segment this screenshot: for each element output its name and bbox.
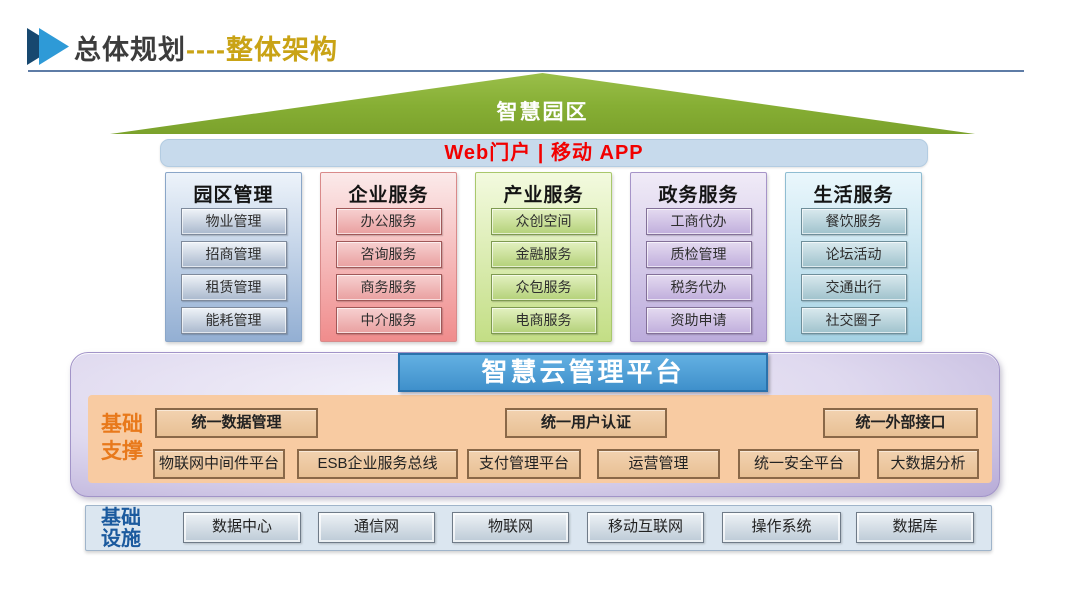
- support-label-line2: 支撑: [101, 440, 143, 463]
- column-item: 办公服务: [335, 208, 442, 235]
- column-item: 物业管理: [180, 208, 287, 235]
- unified-security-platform-box: 统一安全平台: [738, 449, 860, 479]
- column-item: 税务代办: [645, 274, 752, 301]
- column-item: 众创空间: [490, 208, 597, 235]
- column-item: 咨询服务: [335, 241, 442, 268]
- column-item: 金融服务: [490, 241, 597, 268]
- column-item: 中介服务: [335, 307, 442, 334]
- communication-network-box: 通信网: [318, 512, 435, 543]
- column-item: 工商代办: [645, 208, 752, 235]
- support-label-line1: 基础: [101, 413, 143, 436]
- operations-management-box: 运营管理: [597, 449, 720, 479]
- operating-system-box: 操作系统: [722, 512, 841, 543]
- esb-service-bus-box: ESB企业服务总线: [297, 449, 458, 479]
- column-enterprise-services: 企业服务 办公服务 咨询服务 商务服务 中介服务: [320, 172, 457, 342]
- column-item: 众包服务: [490, 274, 597, 301]
- title-primary: 总体规划: [74, 35, 186, 65]
- cloud-platform-banner-label: 智慧云管理平台: [481, 357, 685, 387]
- roof-triangle: 智慧园区: [110, 73, 975, 134]
- column-item: 交通出行: [800, 274, 907, 301]
- column-item: 招商管理: [180, 241, 287, 268]
- database-box: 数据库: [856, 512, 974, 543]
- infrastructure-label: 基础 设施: [96, 508, 146, 550]
- column-life-services: 生活服务 餐饮服务 论坛活动 交通出行 社交圈子: [785, 172, 922, 342]
- column-government-services: 政务服务 工商代办 质检管理 税务代办 资助申请: [630, 172, 767, 342]
- portal-bar: Web门户 | 移动 APP: [160, 139, 928, 167]
- column-item: 论坛活动: [800, 241, 907, 268]
- column-title: 企业服务: [348, 185, 429, 206]
- big-data-analysis-box: 大数据分析: [877, 449, 979, 479]
- column-item: 资助申请: [645, 307, 752, 334]
- mobile-internet-box: 移动互联网: [587, 512, 704, 543]
- page-title: 总体规划----整体架构: [74, 28, 338, 67]
- column-title: 园区管理: [193, 185, 274, 206]
- column-item: 电商服务: [490, 307, 597, 334]
- column-item: 商务服务: [335, 274, 442, 301]
- infrastructure-label-line2: 设施: [101, 528, 141, 550]
- unified-user-auth-box: 统一用户认证: [505, 408, 667, 438]
- unified-external-interface-box: 统一外部接口: [823, 408, 978, 438]
- data-center-box: 数据中心: [183, 512, 301, 543]
- title-underline: [28, 70, 1024, 72]
- column-item: 租赁管理: [180, 274, 287, 301]
- column-item: 能耗管理: [180, 307, 287, 334]
- title-arrow-icon: [39, 28, 69, 65]
- title-dashes: ----: [186, 35, 226, 65]
- column-title: 产业服务: [503, 185, 584, 206]
- column-item: 社交圈子: [800, 307, 907, 334]
- column-title: 政务服务: [658, 185, 739, 206]
- column-industry-services: 产业服务 众创空间 金融服务 众包服务 电商服务: [475, 172, 612, 342]
- column-item: 质检管理: [645, 241, 752, 268]
- infrastructure-label-line1: 基础: [101, 507, 141, 529]
- column-item: 餐饮服务: [800, 208, 907, 235]
- cloud-platform-banner: 智慧云管理平台: [398, 353, 768, 392]
- iot-network-box: 物联网: [452, 512, 569, 543]
- portal-label: Web门户 | 移动 APP: [444, 142, 644, 164]
- iot-middleware-box: 物联网中间件平台: [153, 449, 285, 479]
- title-secondary: 整体架构: [225, 35, 338, 65]
- unified-data-management-box: 统一数据管理: [155, 408, 318, 438]
- column-park-management: 园区管理 物业管理 招商管理 租赁管理 能耗管理: [165, 172, 302, 342]
- column-title: 生活服务: [813, 185, 894, 206]
- support-label: 基础 支撑: [96, 411, 148, 465]
- roof-label: 智慧园区: [496, 101, 589, 124]
- payment-management-box: 支付管理平台: [467, 449, 581, 479]
